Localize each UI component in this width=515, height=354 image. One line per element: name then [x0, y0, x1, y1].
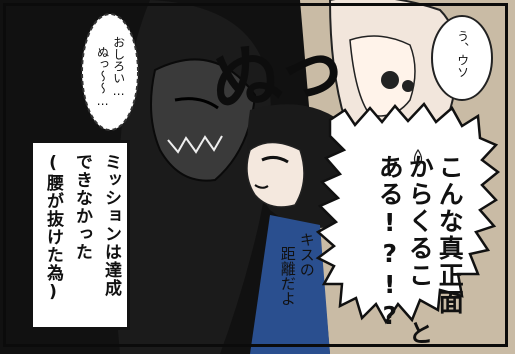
ghost-whisper-line-1: おしろい…: [111, 36, 126, 98]
sfx-nutto: ぬっ: [205, 23, 348, 124]
caption-line-3: (腰が抜けた為): [43, 153, 63, 303]
caption-line-2: できなかった: [72, 153, 92, 261]
narration-caption: ミッションは達成 できなかった (腰が抜けた為): [30, 140, 130, 330]
sweat-drop: [413, 148, 423, 167]
shout-line-2: からくるこ と: [405, 154, 435, 347]
girl-eye: [381, 71, 399, 89]
ghost-whisper-line-2: ぬっ〜〜…: [95, 46, 110, 108]
ghost-teeth: [167, 135, 223, 154]
distance-note-line-2: 距離だよ: [278, 246, 297, 306]
blue-sweater: [250, 215, 330, 354]
ghost-whisper-bubble: [81, 13, 139, 131]
shout-bubble: [315, 101, 501, 325]
shout-line-1: こんな真正面: [435, 154, 465, 316]
caption-line-1: ミッションは達成: [101, 153, 121, 297]
girl-whisper-text: う、ウソ: [455, 30, 470, 78]
shout-line-3: ある!?!?: [375, 154, 405, 332]
distance-note-line-1: キスの: [297, 232, 316, 277]
ghost-figure: [115, 0, 271, 354]
girl-speech-bubble: [431, 15, 493, 101]
